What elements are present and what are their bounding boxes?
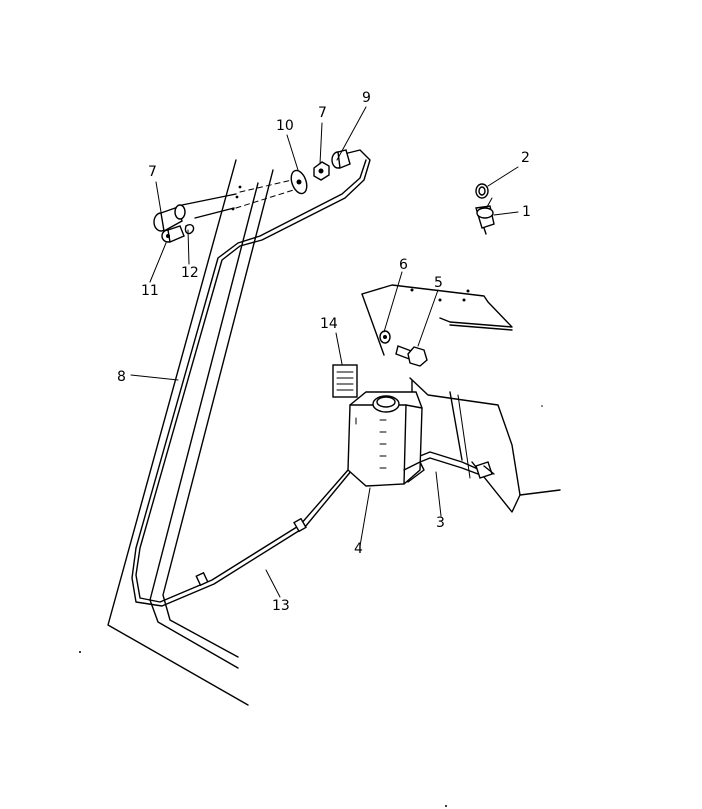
callout-4: 4 [354,541,363,557]
nut-7-upper [313,161,330,181]
cap-2 [475,183,489,199]
fitting-9 [331,149,351,169]
callout-labels: 1 2 3 4 5 6 7 7 8 9 10 11 12 13 14 [117,90,531,614]
fitting-11 [161,225,185,243]
mounting-bracket [361,284,561,513]
grommet-10 [290,169,308,195]
callout-13: 13 [272,598,290,614]
callout-10: 10 [276,118,294,134]
callout-3: 3 [436,515,445,531]
nozzle-7-left [153,204,186,233]
hose-clamp [195,517,307,587]
callout-1: 1 [522,204,531,220]
leader-lines [130,106,519,598]
callout-11: 11 [141,283,159,299]
callout-7-left: 7 [148,164,157,180]
clip-12 [184,223,195,235]
wire-harness-3 [409,451,495,479]
washer-hose [131,149,371,607]
callout-14: 14 [320,316,338,332]
label-sticker-14 [332,364,358,398]
nozzle-lines [181,179,301,219]
cab-frame [107,159,274,706]
callout-12: 12 [181,265,199,281]
callout-6: 6 [399,257,408,273]
callout-7-upper: 7 [318,105,327,121]
callout-8: 8 [117,369,126,385]
callout-5: 5 [434,275,443,291]
pump-1 [475,205,495,235]
washer-tank-4 [347,391,425,487]
washer-ring-6 [379,330,391,344]
callout-2: 2 [521,150,530,166]
callout-9: 9 [362,90,371,106]
bolt-5 [395,345,428,367]
